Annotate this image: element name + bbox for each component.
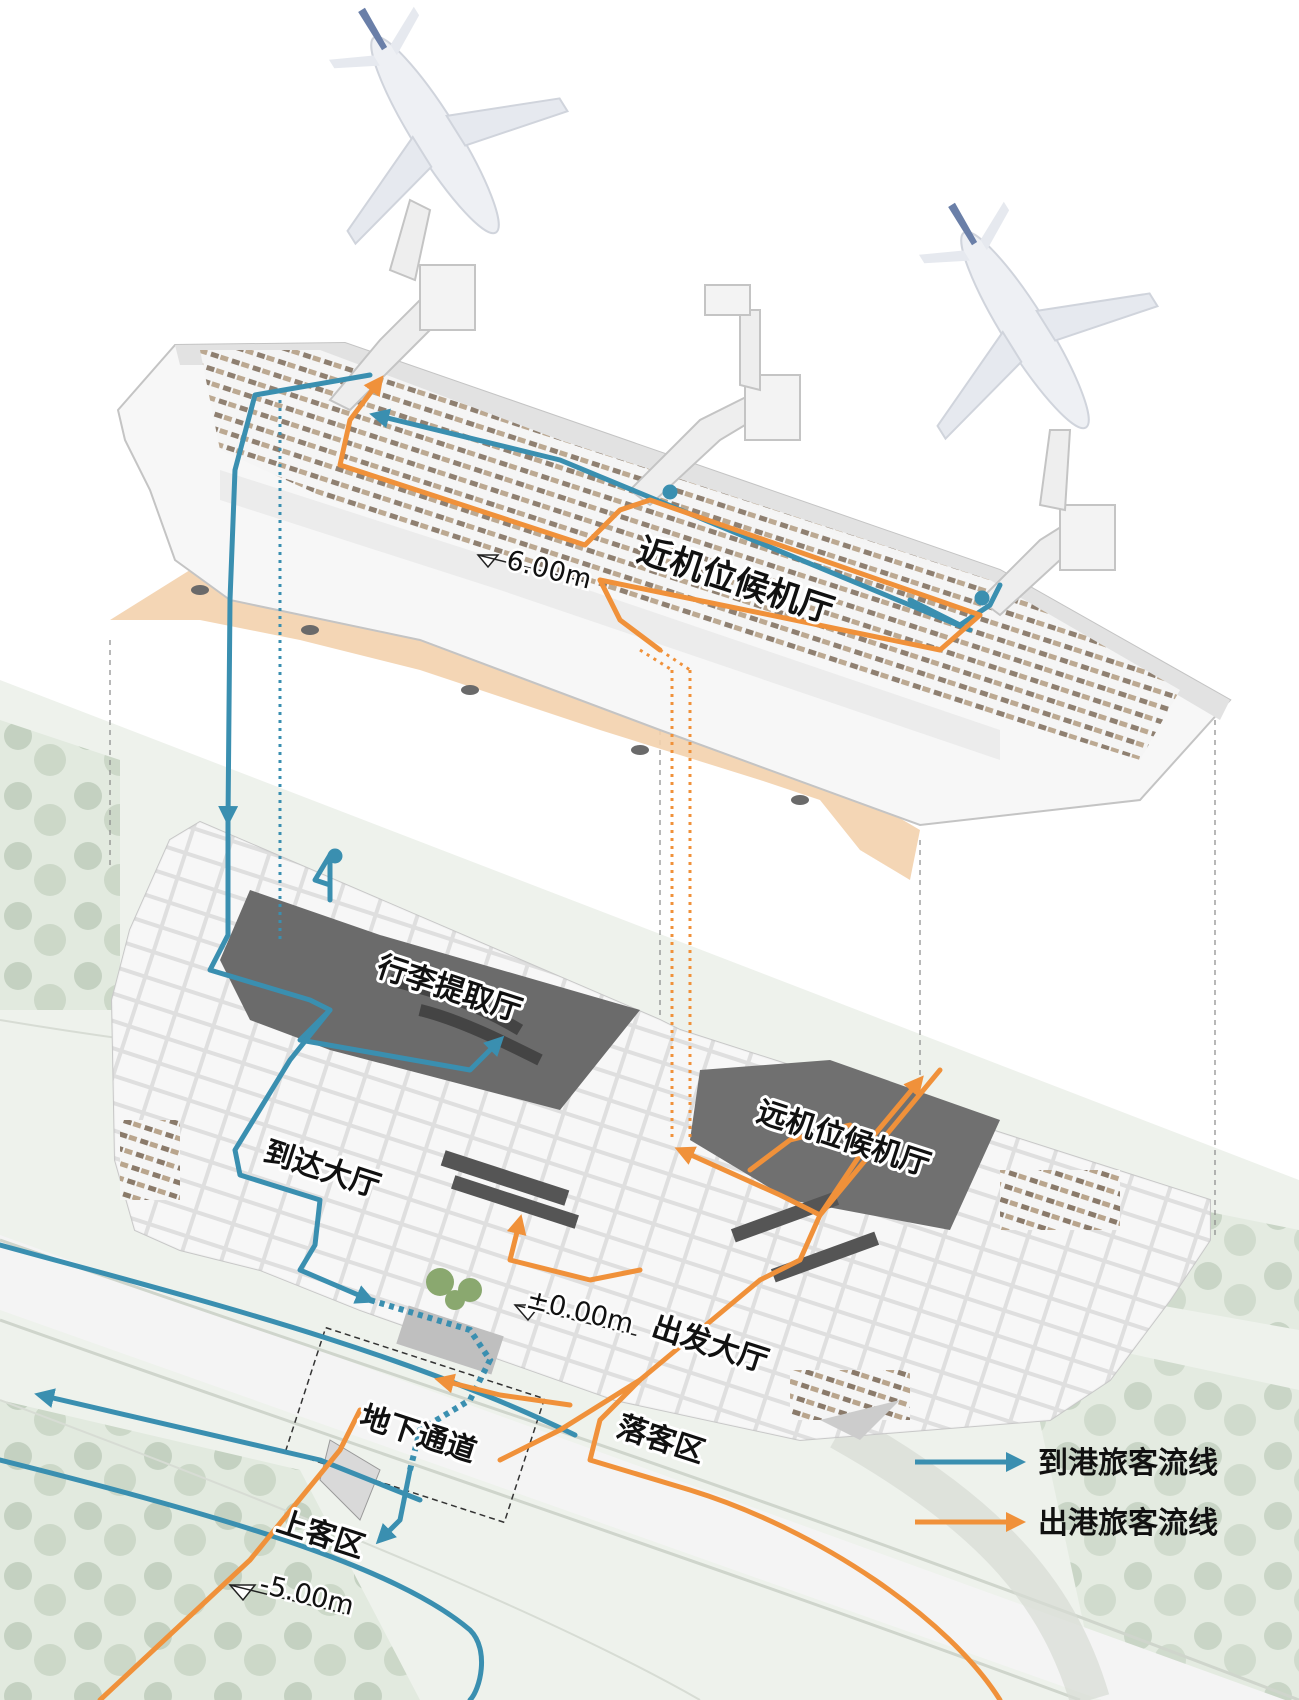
legend-arrival-label: 到港旅客流线 xyxy=(1038,1446,1218,1481)
legend: 到港旅客流线 出港旅客流线 xyxy=(915,1446,1218,1541)
elevation-triangle-icon xyxy=(513,1304,542,1322)
ground-floor-terminal xyxy=(110,820,1211,1521)
departure-flow-lines xyxy=(97,375,1003,1700)
legend-item-departure: 出港旅客流线 xyxy=(915,1506,1218,1541)
airplane-icon xyxy=(329,6,570,246)
legend-departure-label: 出港旅客流线 xyxy=(1038,1506,1218,1541)
arrival-flow-lines xyxy=(0,372,1003,1700)
departure-vertical-link xyxy=(639,648,692,1140)
roadways xyxy=(0,1019,1299,1700)
legend-item-arrival: 到港旅客流线 xyxy=(915,1446,1218,1481)
upper-floor-terminal xyxy=(110,341,1232,880)
check-in-islands xyxy=(440,1150,880,1283)
airplane-icon xyxy=(919,201,1160,441)
column-footings xyxy=(191,585,809,805)
underpass-outline xyxy=(284,1326,546,1524)
arrival-vertical-link xyxy=(278,400,494,1471)
landscape-planters xyxy=(426,1268,482,1310)
elevation-triangle-icon xyxy=(228,1584,257,1602)
